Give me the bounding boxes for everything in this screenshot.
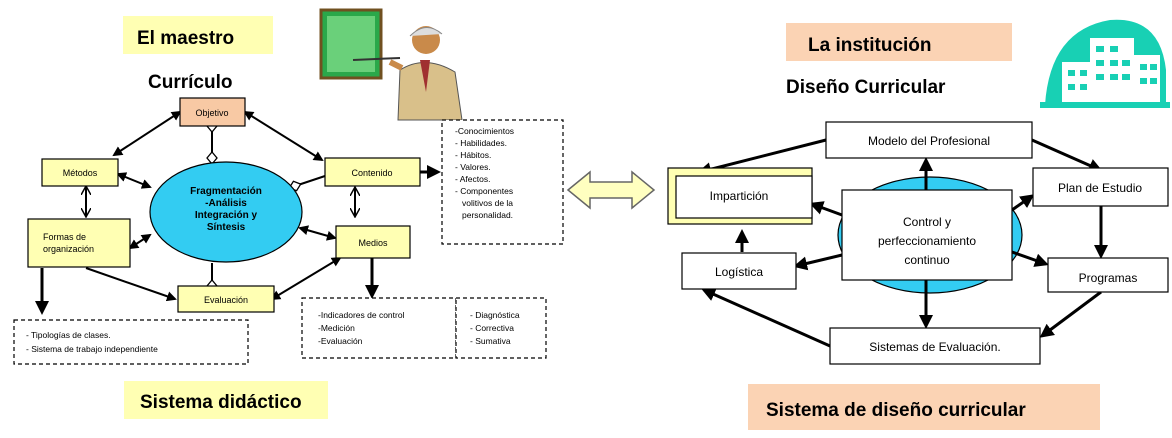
right-connectors [697, 138, 1108, 348]
center-line-4: Síntesis [207, 222, 246, 233]
right-subtitle: Diseño Curricular [786, 77, 946, 98]
building-icon [1040, 19, 1170, 108]
box-objetivo-label: Objetivo [195, 108, 228, 118]
box-formas-line-1: Formas de [43, 232, 86, 242]
right-banner-top: La institución [786, 23, 1012, 61]
box-imparticion: Impartición [667, 167, 813, 225]
contenido-list-box: -Conocimientos - Habilidades. - Hábitos.… [441, 119, 564, 245]
box-sistemas-evaluacion: Sistemas de Evaluación. [829, 327, 1041, 365]
box-programas: Programas [1047, 257, 1169, 293]
medios-eval-box: -Indicadores de control -Medición -Evalu… [301, 297, 547, 359]
eval-item: - Sumativa [470, 336, 511, 346]
contenido-item: -Conocimientos [455, 126, 514, 136]
contenido-item: personalidad. [462, 210, 513, 220]
contenido-item: - Componentes [455, 186, 513, 196]
control-line-3: continuo [904, 253, 950, 267]
box-medios: Medios [335, 225, 411, 259]
center-line-3: Integración y [195, 210, 258, 221]
box-contenido-label: Contenido [351, 168, 392, 178]
box-logistica-label: Logística [715, 265, 763, 279]
tipologias-item: - Sistema de trabajo independiente [26, 344, 158, 354]
medios-item: -Medición [318, 323, 355, 333]
box-metodos-label: Métodos [63, 168, 98, 178]
banner-el-maestro: El maestro [137, 28, 234, 49]
banner-sistema-didactico: Sistema didáctico [140, 392, 302, 413]
box-plan-label: Plan de Estudio [1058, 181, 1142, 195]
box-control: Control y perfeccionamiento continuo [841, 189, 1013, 281]
box-evaluacion: Evaluación [177, 285, 275, 313]
box-modelo-label: Modelo del Profesional [868, 134, 990, 148]
banner-sistema-diseno: Sistema de diseño curricular [766, 400, 1026, 421]
medios-item: -Evaluación [318, 336, 363, 346]
contenido-item: - Habilidades. [455, 138, 507, 148]
box-metodos: Métodos [41, 158, 119, 187]
banner-la-institucion: La institución [808, 35, 932, 56]
control-line-1: Control y [903, 215, 951, 229]
box-plan-estudio: Plan de Estudio [1032, 167, 1169, 207]
left-banner-top: El maestro [123, 16, 273, 54]
control-line-2: perfeccionamiento [878, 234, 976, 248]
contenido-item: - Valores. [455, 162, 491, 172]
box-formas: Formas de organización [27, 218, 131, 268]
medios-item: -Indicadores de control [318, 310, 405, 320]
tipologias-box: - Tipologías de clases. - Sistema de tra… [13, 319, 249, 365]
box-objetivo: Objetivo [179, 97, 246, 127]
teacher-illustration [319, 8, 463, 121]
left-center-ellipse: Fragmentación -Análisis Integración y Sí… [149, 161, 303, 263]
box-contenido: Contenido [324, 157, 421, 187]
double-arrow-icon [566, 170, 656, 210]
right-banner-bottom: Sistema de diseño curricular [748, 384, 1100, 430]
eval-item: - Correctiva [470, 323, 514, 333]
center-line-2: -Análisis [205, 198, 247, 209]
left-connectors [35, 110, 441, 315]
contenido-item: - Hábitos. [455, 150, 491, 160]
box-programas-label: Programas [1079, 271, 1138, 285]
box-sistemas-label: Sistemas de Evaluación. [869, 340, 1000, 354]
contenido-item: volitivos de la [462, 198, 513, 208]
contenido-item: - Afectos. [455, 174, 490, 184]
box-medios-label: Medios [358, 238, 388, 248]
center-line-1: Fragmentación [190, 186, 262, 197]
eval-item: - Diagnóstica [470, 310, 520, 320]
left-subtitle: Currículo [148, 72, 232, 93]
tipologias-item: - Tipologías de clases. [26, 330, 111, 340]
box-formas-line-2: organización [43, 244, 94, 254]
box-logistica: Logística [681, 252, 797, 290]
left-banner-bottom: Sistema didáctico [124, 381, 328, 419]
box-evaluacion-label: Evaluación [204, 295, 248, 305]
box-modelo-profesional: Modelo del Profesional [825, 121, 1033, 159]
box-imparticion-label: Impartición [710, 189, 769, 203]
